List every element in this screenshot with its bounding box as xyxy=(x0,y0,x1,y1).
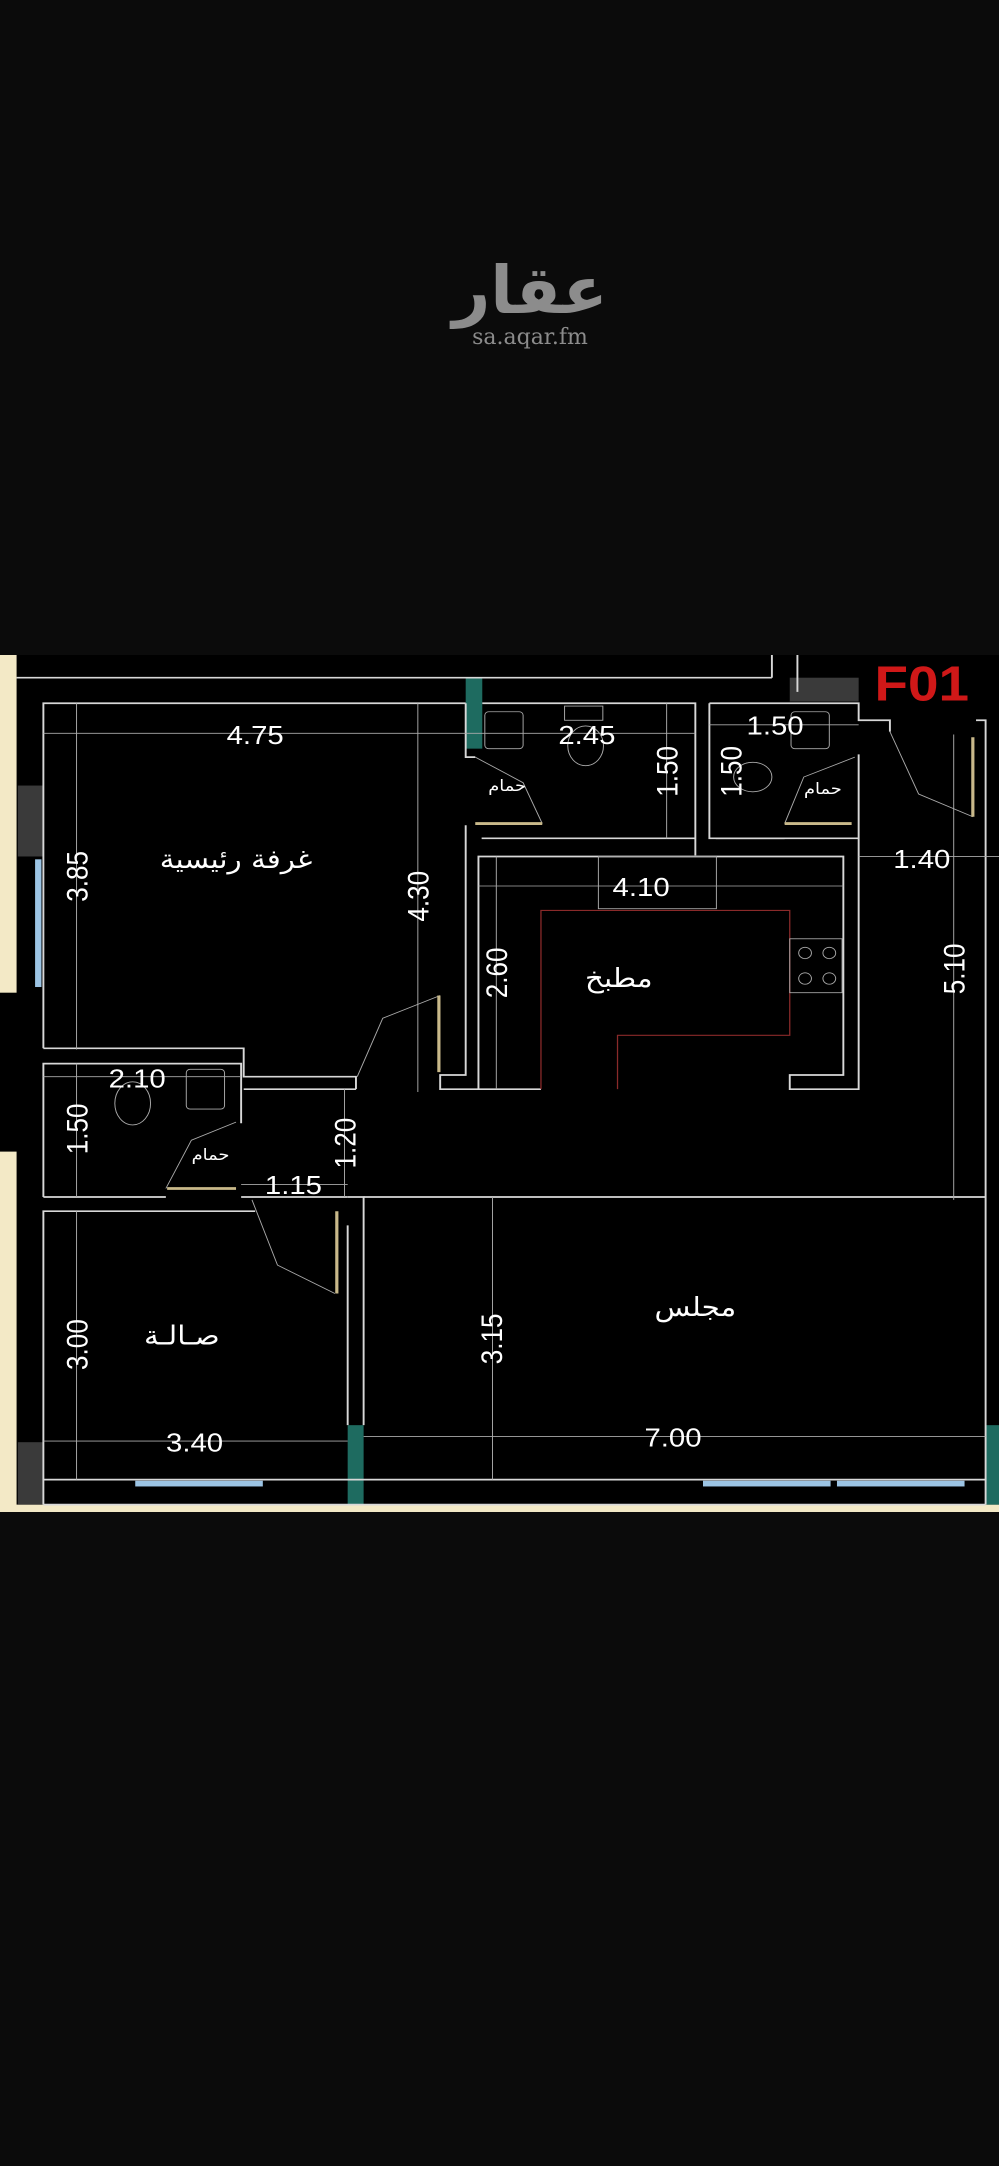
dim-label: 4.30 xyxy=(402,871,435,922)
dim-label: 3.15 xyxy=(476,1313,509,1364)
dim-label: 1.50 xyxy=(61,1104,94,1155)
dim-label: 2.60 xyxy=(481,947,514,998)
room-bath-3: حمام xyxy=(192,1145,230,1164)
dim-label: 3.85 xyxy=(61,851,94,902)
dim-label: 1.50 xyxy=(651,746,684,797)
dim-label: 1.50 xyxy=(715,746,748,797)
fixtures xyxy=(114,705,837,1126)
dim-label: 5.10 xyxy=(938,943,971,994)
room-kitchen: مطبخ xyxy=(585,963,653,994)
kitchen-counter xyxy=(540,856,843,1090)
dim-label: 1.15 xyxy=(265,1171,322,1200)
logo-arabic: عقار xyxy=(452,252,608,329)
columns xyxy=(347,677,999,1505)
dim-label: 4.75 xyxy=(227,721,284,750)
doors xyxy=(167,737,975,1294)
floor-plan: F01 غرفة رئيسية مطبخ حمام حمام حمام صـال… xyxy=(0,655,999,1512)
cream-border xyxy=(0,655,17,993)
unit-label: F01 xyxy=(875,657,970,712)
windows xyxy=(35,859,965,1487)
room-majlis: مجلس xyxy=(654,1292,736,1323)
dim-label: 1.20 xyxy=(329,1118,362,1169)
dim-label: 7.00 xyxy=(644,1423,701,1452)
dim-label: 1.40 xyxy=(893,844,950,873)
walls xyxy=(16,655,987,1506)
room-bath-2: حمام xyxy=(804,779,842,798)
room-bath-1: حمام xyxy=(488,776,526,795)
dim-label: 1.50 xyxy=(747,711,804,740)
dim-label: 2.45 xyxy=(558,721,615,750)
dimension-labels: 4.75 2.45 1.50 1.40 4.10 2.10 1.15 3.40 … xyxy=(61,711,971,1457)
dim-label: 4.10 xyxy=(613,873,670,902)
room-master-bedroom: غرفة رئيسية xyxy=(160,843,313,874)
dimension-lines xyxy=(43,703,999,1480)
logo-url: sa.aqar.fm xyxy=(472,325,588,350)
aqar-logo: عقار sa.aqar.fm xyxy=(440,258,620,350)
dim-label: 2.10 xyxy=(109,1064,166,1093)
room-hall: صـالـة xyxy=(144,1320,220,1351)
dim-label: 3.40 xyxy=(166,1428,223,1457)
dim-label: 3.00 xyxy=(61,1319,94,1370)
